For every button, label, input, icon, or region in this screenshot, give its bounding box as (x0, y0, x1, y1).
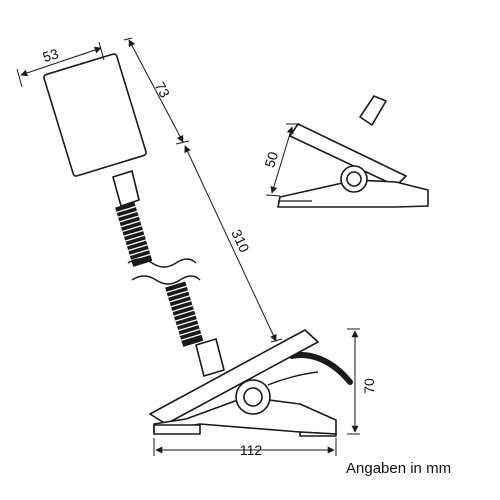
dim-head-height: 73 (152, 79, 174, 100)
cable (289, 352, 353, 385)
dim-clip-opening: 50 (261, 150, 281, 170)
upper-stem (112, 170, 153, 267)
dim-clip-length: 112 (240, 442, 263, 458)
dim-total-length: 310 (228, 227, 252, 255)
caption-units: Angaben in mm (346, 460, 451, 477)
dim-head-width: 53 (41, 45, 61, 65)
lower-stem (165, 281, 225, 377)
clip-detail (277, 95, 429, 208)
main-clip (149, 329, 337, 437)
lamp-head (43, 53, 147, 177)
dim-clip-height: 70 (361, 378, 377, 394)
dimension-lines (16, 37, 360, 456)
